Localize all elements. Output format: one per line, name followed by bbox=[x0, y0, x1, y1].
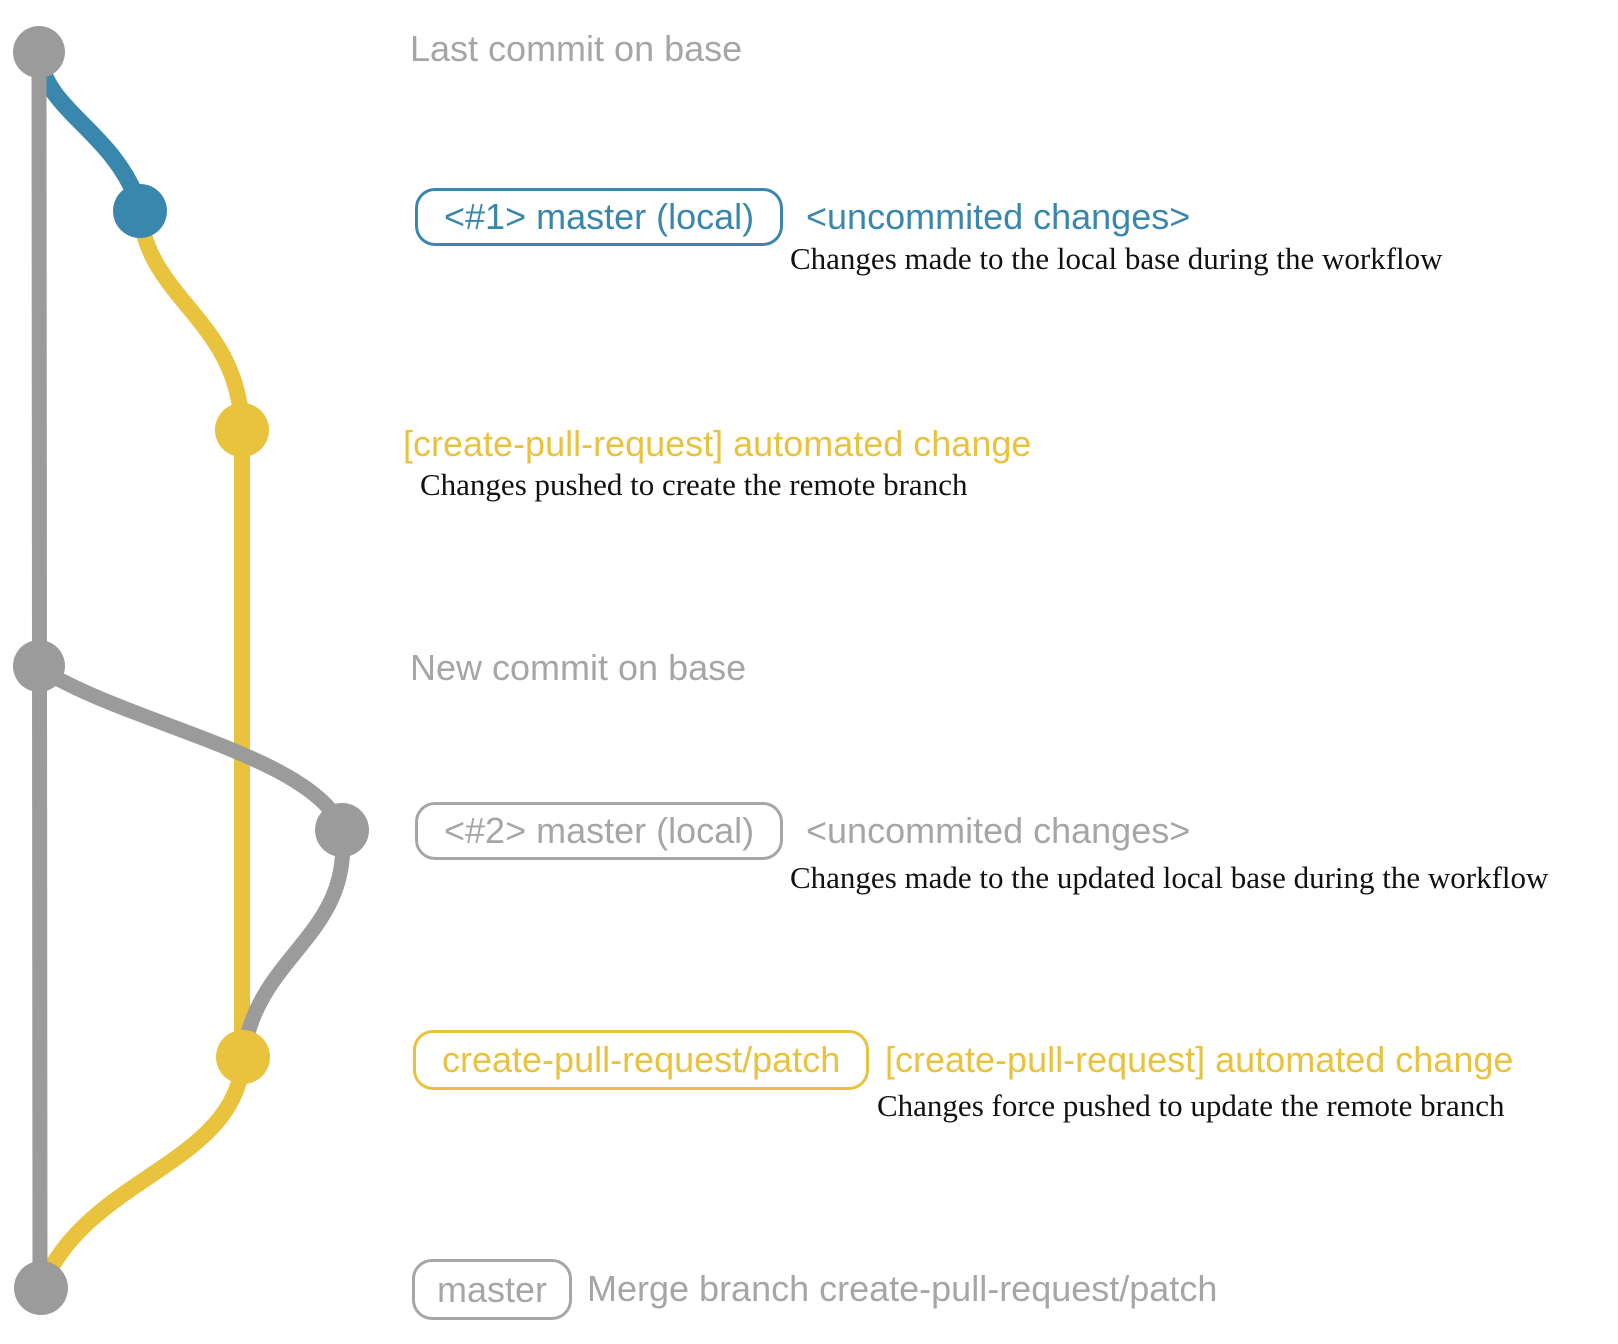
branch-curve-yellow-merge bbox=[35, 1050, 251, 1292]
branch-curve-gray-local2 bbox=[31, 660, 350, 836]
desc-local-changes-1: Changes made to the local base during th… bbox=[790, 241, 1443, 276]
note-automated-change-1: [create-pull-request] automated change bbox=[403, 423, 1032, 464]
commit-dot-local-1 bbox=[113, 184, 167, 238]
note-uncommited-changes-1: <uncommited changes> bbox=[806, 196, 1191, 237]
desc-force-push-update: Changes force pushed to update the remot… bbox=[877, 1088, 1505, 1123]
branch-curve-gray-force-push bbox=[236, 824, 351, 1060]
commit-dot-merge bbox=[14, 1261, 68, 1315]
badge-master: master bbox=[412, 1259, 573, 1320]
label-new-commit-on-base: New commit on base bbox=[410, 647, 747, 688]
label-merge-branch: Merge branch create-pull-request/patch bbox=[587, 1268, 1218, 1309]
note-automated-change-2: [create-pull-request] automated change bbox=[885, 1039, 1514, 1080]
git-graph bbox=[13, 26, 369, 1315]
note-uncommited-changes-2: <uncommited changes> bbox=[806, 810, 1191, 851]
badge-master-local-2: <#2> master (local) bbox=[415, 802, 784, 860]
badge-master-local-1: <#1> master (local) bbox=[415, 188, 784, 246]
desc-local-changes-2: Changes made to the updated local base d… bbox=[790, 860, 1549, 895]
label-last-commit-on-base: Last commit on base bbox=[410, 28, 743, 69]
commit-dot-new-base bbox=[13, 640, 65, 692]
branch-curve-blue-local bbox=[30, 51, 148, 213]
commit-dot-remote-branch bbox=[215, 403, 269, 457]
commit-dot-last-base bbox=[13, 26, 65, 78]
commit-dot-remote-update bbox=[216, 1030, 270, 1084]
badge-create-pull-request-patch: create-pull-request/patch bbox=[413, 1030, 870, 1090]
commit-dot-local-2 bbox=[315, 803, 369, 857]
desc-push-create-branch: Changes pushed to create the remote bran… bbox=[420, 467, 968, 502]
branch-curve-yellow-create bbox=[132, 207, 250, 434]
